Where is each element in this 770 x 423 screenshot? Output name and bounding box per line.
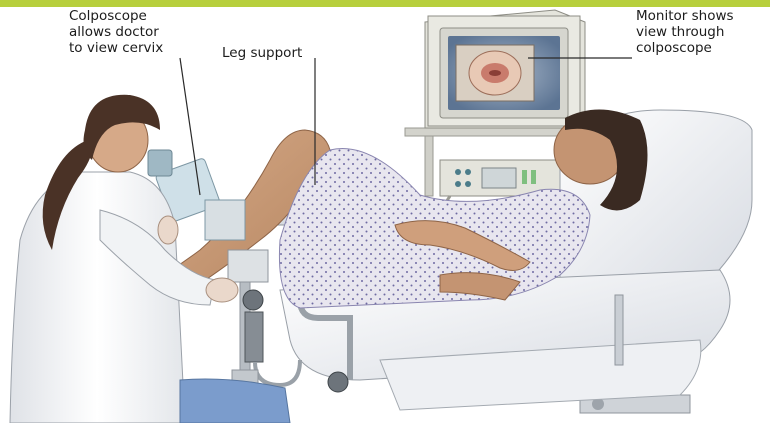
monitor-callout-line-2: view through [636,24,734,40]
colposcope-callout-line-1: Colposcope [69,8,163,24]
monitor [425,10,585,128]
colposcope-callout-line-3: to view cervix [69,40,163,56]
colposcope-callout: Colposcope allows doctor to view cervix [69,8,163,56]
monitor-callout-line-1: Monitor shows [636,8,734,24]
leg-support-callout-label: Leg support [222,45,302,61]
monitor-callout-line-3: colposcope [636,40,734,56]
colposcope-callout-line-2: allows doctor [69,24,163,40]
monitor-callout: Monitor shows view through colposcope [636,8,734,56]
leg-support-callout: Leg support [222,45,302,61]
